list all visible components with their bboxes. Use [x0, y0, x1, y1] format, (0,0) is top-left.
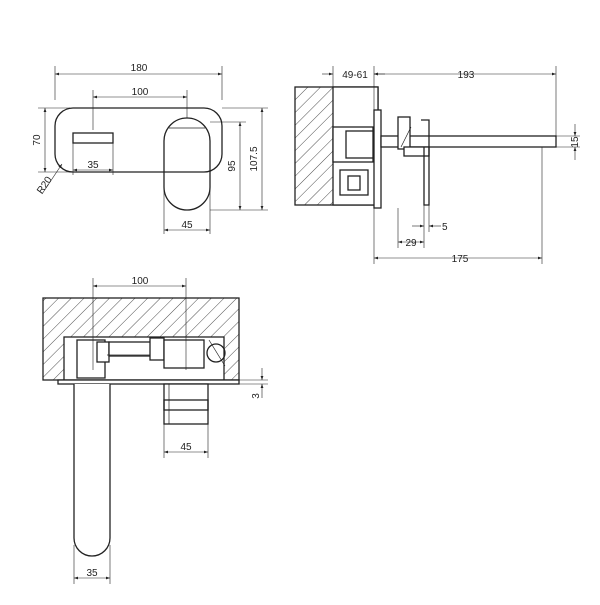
label-15: 15: [570, 136, 581, 148]
dim-plan-handle-width: 45: [163, 424, 209, 458]
dim-plan-spout-width: 35: [73, 545, 111, 584]
dim-side-spout-thickness: 15: [556, 124, 581, 160]
label-r20: R20: [35, 175, 55, 197]
label-100-plan: 100: [132, 276, 149, 287]
spout-outlet-slot: [72, 132, 114, 144]
label-100: 100: [132, 87, 149, 98]
dim-plan-lever-spacing: 100: [92, 276, 187, 370]
plan-view-backplate: [57, 379, 240, 385]
label-49-61: 49-61: [342, 70, 368, 81]
side-view: 49-61 193 15 5 29: [294, 66, 581, 265]
label-45-front: 45: [181, 220, 193, 231]
dim-plan-plate-gap: 3: [239, 368, 268, 399]
label-107-5: 107.5: [249, 146, 260, 171]
label-95: 95: [227, 160, 238, 172]
dim-side-plate-thickness: 5: [412, 205, 448, 233]
dim-front-corner-radius: R20: [35, 163, 63, 197]
label-175: 175: [452, 254, 469, 265]
label-35-plan: 35: [86, 568, 98, 579]
side-view-backplate: [373, 109, 382, 209]
label-3: 3: [251, 393, 262, 399]
label-29: 29: [405, 238, 417, 249]
front-view-backplate: [54, 107, 223, 173]
dim-front-overall-width: 180: [54, 63, 223, 100]
plan-view: 100 3 45 35: [42, 276, 268, 584]
dim-front-lever-spacing: 100: [92, 87, 188, 130]
front-view-handle: [163, 117, 211, 211]
label-70: 70: [32, 134, 43, 146]
dim-front-overall-height: 107.5: [222, 107, 268, 211]
plan-view-valve-body: [76, 337, 226, 379]
label-35: 35: [87, 160, 99, 171]
label-193: 193: [458, 70, 475, 81]
dim-front-handle-width: 45: [163, 190, 211, 234]
dim-front-outlet-width: 35: [72, 143, 114, 175]
dim-side-spout-projection: 175: [373, 147, 543, 265]
label-45-plan: 45: [180, 442, 192, 453]
dim-front-plate-height: 70: [32, 107, 70, 173]
front-view: 180 100 70 35 R20: [32, 63, 268, 234]
dim-front-handle-height: 95: [210, 121, 246, 211]
plan-view-handle: [163, 383, 209, 425]
side-view-valve-body: [332, 126, 377, 196]
side-view-spout: [380, 116, 557, 150]
plan-view-wall-section: [42, 297, 240, 381]
label-5: 5: [442, 222, 448, 233]
dim-side-lever-offset: 29: [397, 208, 425, 249]
label-180: 180: [131, 63, 148, 74]
plan-view-spout: [73, 384, 111, 557]
dim-side-overall-projection: 193: [374, 66, 557, 136]
